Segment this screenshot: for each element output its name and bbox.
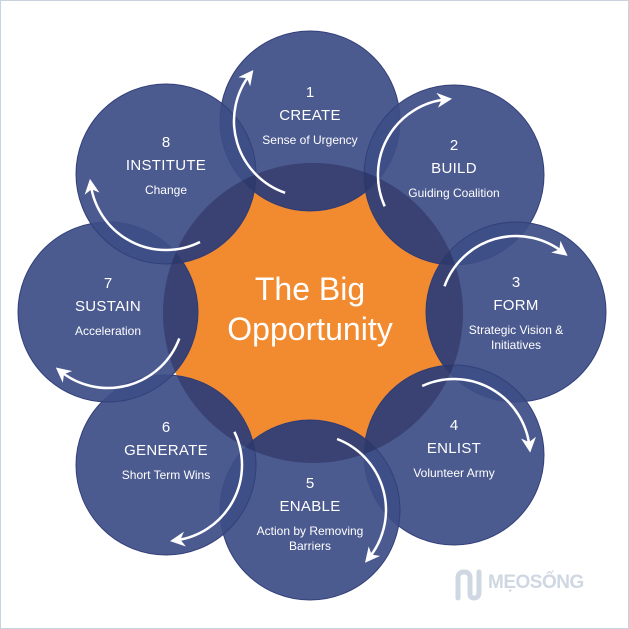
watermark-text: MẸOSỐNG [488, 572, 584, 593]
step-8-subtitle: Change [145, 183, 187, 197]
cycle-arrow-7 [55, 337, 181, 390]
step-3-subtitle: Strategic Vision & [469, 323, 564, 337]
step-7-number: 7 [104, 275, 112, 292]
step-1-title: CREATE [279, 107, 341, 124]
step-4-number: 4 [450, 417, 458, 434]
step-2-title: BUILD [431, 160, 477, 177]
center-title-line2: Opportunity [227, 311, 392, 347]
watermark: MẸOSỐNG [452, 566, 592, 606]
step-3-number: 3 [512, 274, 520, 291]
overlap-6 [163, 375, 256, 463]
cycle-arrow-5 [336, 437, 388, 563]
step-1-number: 1 [306, 84, 314, 101]
step-7-title: SUSTAIN [75, 298, 141, 315]
step-3-subtitle-line2: Initiatives [491, 338, 541, 352]
step-8-title: INSTITUTE [126, 157, 206, 174]
step-1-subtitle: Sense of Urgency [262, 133, 357, 147]
center-circle [163, 163, 463, 463]
step-4-title: ENLIST [427, 440, 481, 457]
meosong-logo-icon [455, 569, 482, 601]
step-6-number: 6 [162, 419, 170, 436]
step-3-title: FORM [493, 297, 538, 314]
center-title-line1: The Big [255, 271, 365, 307]
cycle-arrow-4 [421, 377, 536, 453]
cycle-arrow-3 [443, 234, 568, 287]
cycle-arrow-8 [84, 178, 201, 252]
step-5-title: ENABLE [280, 498, 341, 515]
cycle-arrow-6 [170, 431, 244, 547]
step-5-subtitle: Action by Removing [257, 524, 364, 538]
step-4-subtitle: Volunteer Army [413, 466, 494, 480]
step-6-subtitle: Short Term Wins [122, 468, 210, 482]
cycle-arrow-2 [376, 92, 453, 207]
step-7-subtitle: Acceleration [75, 324, 141, 338]
step-5-number: 5 [306, 475, 314, 492]
step-6-title: GENERATE [124, 442, 208, 459]
step-2-subtitle: Guiding Coalition [408, 186, 499, 200]
step-8-number: 8 [162, 134, 170, 151]
cycle-arrows [55, 69, 568, 563]
step-2-number: 2 [450, 137, 458, 154]
step-5-subtitle-line2: Barriers [289, 539, 331, 553]
cycle-arrow-1 [232, 69, 286, 194]
